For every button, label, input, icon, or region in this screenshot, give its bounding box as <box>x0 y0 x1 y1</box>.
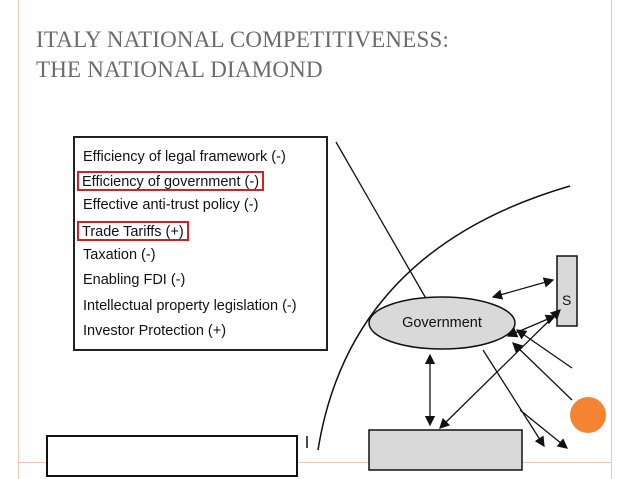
policy-item-enabling-fdi: Enabling FDI (-) <box>83 272 186 288</box>
policy-item-taxation: Taxation (-) <box>83 247 156 263</box>
policy-factors-box: Efficiency of legal framework (-) Effici… <box>73 136 328 351</box>
side-node-label: S <box>562 292 572 308</box>
slide-title-line-2: THE NATIONAL DIAMOND <box>36 57 323 82</box>
slide-bottom-rule <box>18 462 612 463</box>
arrow-right-to-gov-2 <box>512 342 573 401</box>
arrow-gov-side-1 <box>491 277 555 300</box>
list-to-government-connector <box>335 141 429 303</box>
policy-item-investor-protection: Investor Protection (+) <box>83 323 227 339</box>
diamond-outer-arc <box>317 185 571 451</box>
bottom-node <box>368 429 523 471</box>
side-node <box>556 255 578 327</box>
policy-item-anti-trust: Effective anti-trust policy (-) <box>83 197 259 213</box>
arrow-gov-to-lower-right <box>482 349 545 448</box>
slide-title: ITALY NATIONAL COMPETITIVENESS: THE NATI… <box>36 25 596 85</box>
policy-item-ip-legislation: Intellectual property legislation (-) <box>83 298 297 314</box>
arrow-side-to-bottom <box>439 309 561 429</box>
policy-item-legal-framework: Efficiency of legal framework (-) <box>83 149 286 165</box>
policy-item-government-efficiency: Efficiency of government (-) <box>77 171 265 191</box>
accent-dot <box>570 397 606 433</box>
slide-frame <box>18 0 612 479</box>
slide-title-line-1: ITALY NATIONAL COMPETITIVENESS: <box>36 27 450 52</box>
arrow-lower-right <box>519 409 569 449</box>
arrow-right-to-gov-1 <box>515 329 573 369</box>
bottom-left-box <box>46 435 298 477</box>
policy-item-trade-tariffs: Trade Tariffs (+) <box>77 221 189 241</box>
government-label: Government <box>402 315 482 331</box>
